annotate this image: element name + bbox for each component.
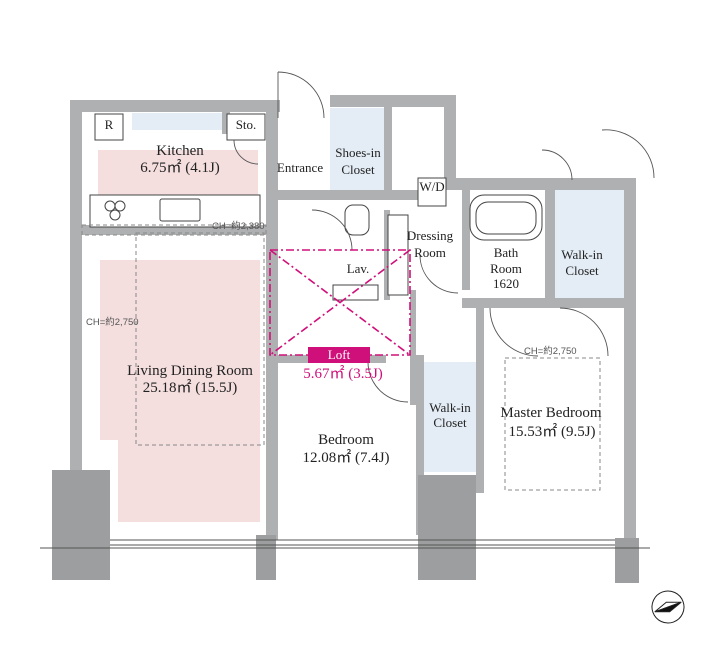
walk-in-closet-bedroom-2: Closet (433, 415, 467, 430)
walk-in-closet-master-1: Walk-in (561, 247, 603, 262)
entrance-label: Entrance (276, 160, 324, 175)
ldk-name: Living Dining Room (127, 363, 253, 379)
ldk-area: 25.18㎡ (15.5J) (142, 380, 238, 396)
bath-fixtures (332, 177, 543, 301)
bath-room-label-2: Room (490, 261, 522, 276)
loft-label: Loft (308, 347, 370, 363)
walk-in-closet-bedroom-1: Walk-in (429, 400, 471, 415)
walk-in-closet-master-2: Closet (565, 263, 599, 278)
dressing-room-label-2: Room (414, 245, 446, 260)
shoes-in-closet-label-1: Shoes-in (335, 145, 381, 160)
dressing-room-label-1: Dressing (406, 228, 454, 243)
refrigerator-label: R (104, 117, 114, 132)
loft-area: 5.67㎡ (3.5J) (303, 366, 383, 382)
master-bedroom-name: Master Bedroom (500, 405, 602, 421)
closet-fills (132, 108, 627, 472)
storage-label: Sto. (235, 117, 257, 132)
kitchen-area: 6.75㎡ (4.1J) (140, 160, 220, 176)
shoes-in-closet-label-2: Closet (341, 162, 375, 177)
kitchen-fixtures (89, 113, 266, 228)
master-bedroom-area: 15.53㎡ (9.5J) (508, 424, 596, 440)
columns (52, 470, 639, 583)
wd-label: W/D (419, 179, 445, 194)
kitchen-name: Kitchen (156, 143, 204, 159)
bedroom-name: Bedroom (318, 432, 374, 448)
north-arrow-icon (651, 590, 685, 624)
doors (233, 71, 655, 403)
ceiling-outlines (81, 224, 601, 491)
balcony (40, 539, 650, 549)
ldk-floor (98, 150, 260, 522)
ceiling-height-living: CH=約2,750 (86, 317, 139, 328)
ceiling-height-master: CH=約2,750 (524, 346, 577, 357)
bath-size-label: 1620 (493, 276, 519, 291)
ceiling-height-kitchen: CH=約2,380 (212, 221, 265, 232)
bedroom-area: 12.08㎡ (7.4J) (302, 450, 390, 466)
lav-label: Lav. (346, 261, 370, 276)
bath-room-label-1: Bath (493, 245, 519, 260)
